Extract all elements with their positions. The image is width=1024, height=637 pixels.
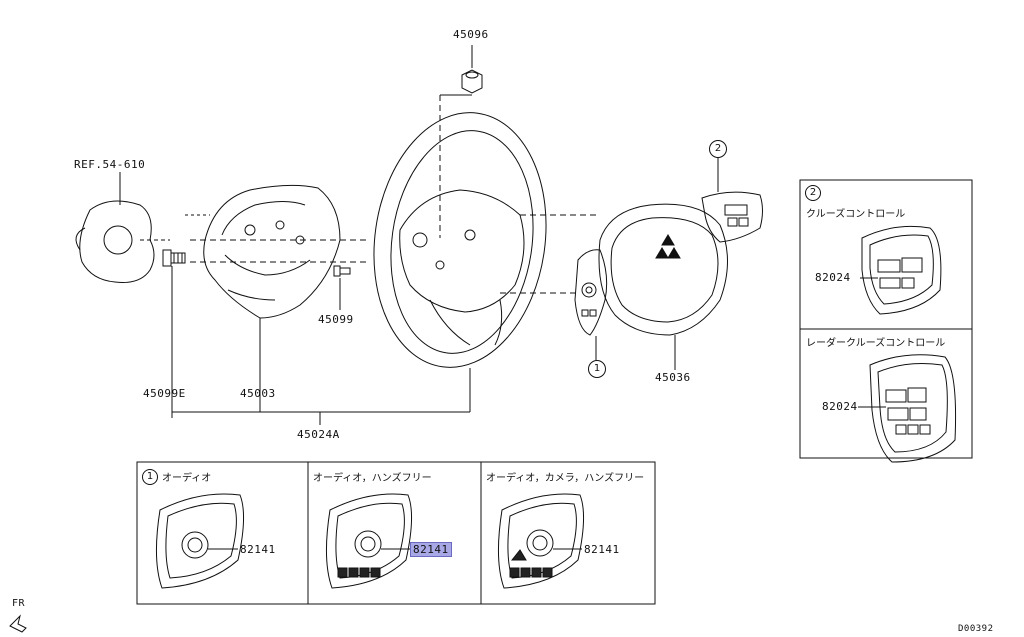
bracket-45024a — [171, 411, 470, 418]
callout-2[interactable]: 2 — [709, 140, 727, 158]
label-45099[interactable]: 45099 — [318, 313, 354, 326]
diagram-code: D00392 — [958, 624, 994, 634]
label-45036[interactable]: 45036 — [655, 371, 691, 384]
cruise-control-switch-drawing — [861, 225, 942, 315]
nut-45096-drawing — [461, 69, 483, 94]
cruise-switch-drawing — [701, 191, 763, 243]
audio-switch-variant-1-drawing — [155, 493, 245, 589]
audio-handsfree-label: オーディオ，ハンズフリー — [313, 473, 432, 484]
label-45096[interactable]: 45096 — [453, 28, 489, 41]
radar-cruise-switch-drawing — [869, 354, 957, 463]
label-ref-54-610[interactable]: REF.54-610 — [74, 158, 146, 171]
audio-switch-variant-3-drawing — [497, 493, 585, 589]
audio-camera-handsfree-label: オーディオ，カメラ，ハンズフリー — [486, 473, 645, 484]
clock-spring-drawing — [75, 200, 170, 283]
radar-cruise-label: レーダークルーズコントロール — [806, 338, 946, 349]
bottom-panel-frame — [136, 461, 656, 605]
label-45099e[interactable]: 45099E — [143, 387, 186, 400]
audio-switch-variant-2-drawing — [325, 493, 413, 589]
cruise-control-label: クルーズコントロール — [806, 209, 906, 220]
label-82024-radar[interactable]: 82024 — [822, 400, 858, 413]
screw-45099-drawing — [333, 265, 351, 277]
airbag-module-drawing — [598, 203, 728, 336]
right-panel-frame — [799, 179, 973, 459]
bottom-panel-badge: 1 — [142, 469, 158, 485]
label-45024a[interactable]: 45024A — [297, 428, 340, 441]
lower-cover-drawing — [185, 184, 341, 319]
steering-wheel-drawing — [373, 112, 547, 368]
label-82024-cruise[interactable]: 82024 — [815, 271, 851, 284]
label-82141-audio-handsfree[interactable]: 82141 — [410, 542, 452, 557]
fr-label: FR — [12, 598, 26, 609]
label-82141-audio-camera-handsfree[interactable]: 82141 — [584, 543, 620, 556]
label-45003[interactable]: 45003 — [240, 387, 276, 400]
callout-1[interactable]: 1 — [588, 360, 606, 378]
bolt-45099e-drawing — [162, 249, 186, 267]
audio-switch-drawing — [574, 249, 608, 336]
fr-arrow-icon — [9, 614, 27, 633]
right-panel-badge: 2 — [805, 185, 821, 201]
label-82141-audio[interactable]: 82141 — [240, 543, 276, 556]
audio-label: オーディオ — [162, 473, 212, 484]
